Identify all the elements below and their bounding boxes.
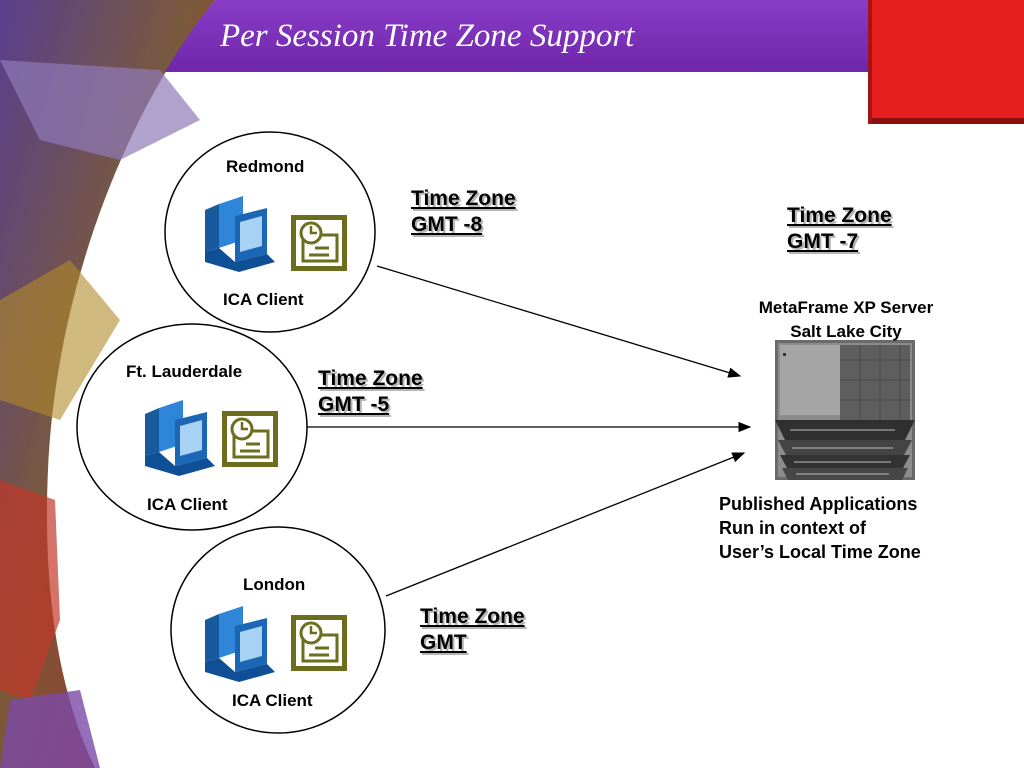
- time-zone-heading: Time Zone: [420, 605, 525, 628]
- title-bar: [165, 0, 870, 72]
- london-client-label: ICA Client: [232, 691, 313, 710]
- ftlauderdale-location-label: Ft. Lauderdale: [126, 362, 243, 381]
- redmond-client-circle: [164, 131, 376, 333]
- note-line: User’s Local Time Zone: [719, 542, 921, 562]
- red-accent-block: [868, 0, 1024, 124]
- note-line: Published Applications: [719, 494, 918, 514]
- time-zone-value: GMT -7: [787, 230, 859, 253]
- london-client-circle: [170, 526, 386, 734]
- server-city: Salt Lake City: [790, 322, 902, 341]
- redmond-location-label: Redmond: [226, 157, 305, 176]
- server-rack-image: [775, 340, 915, 480]
- server-name: MetaFrame XP Server: [758, 298, 934, 317]
- time-zone-heading: Time Zone: [787, 204, 892, 227]
- published-applications-note: Published Applications Run in context of…: [719, 492, 921, 564]
- time-zone-value: GMT -5: [318, 393, 390, 416]
- time-zone-heading: Time Zone: [318, 367, 423, 390]
- redmond-time-zone: Time Zone GMT -8: [411, 186, 516, 238]
- london-location-label: London: [243, 575, 306, 594]
- left-artwork-shapes: [0, 60, 200, 160]
- connection-arrow-london: [385, 452, 746, 597]
- slide-title: Per Session Time Zone Support: [220, 18, 635, 54]
- clock-window-icon: [220, 409, 280, 469]
- connection-arrow-redmond: [376, 265, 742, 378]
- london-time-zone: Time Zone GMT: [420, 604, 525, 656]
- note-line: Run in context of: [719, 518, 866, 538]
- ftlauderdale-time-zone: Time Zone GMT -5: [318, 366, 423, 418]
- server-time-zone: Time Zone GMT -7: [787, 203, 892, 255]
- left-artwork-panel: [0, 0, 215, 768]
- ftlauderdale-client-label: ICA Client: [147, 495, 228, 514]
- clock-window-icon: [289, 613, 349, 673]
- time-zone-value: GMT: [420, 631, 467, 654]
- redmond-client-label: ICA Client: [223, 290, 304, 309]
- server-label: MetaFrame XP Server Salt Lake City: [735, 296, 957, 344]
- clock-window-icon: [289, 213, 349, 273]
- time-zone-value: GMT -8: [411, 213, 483, 236]
- time-zone-heading: Time Zone: [411, 187, 516, 210]
